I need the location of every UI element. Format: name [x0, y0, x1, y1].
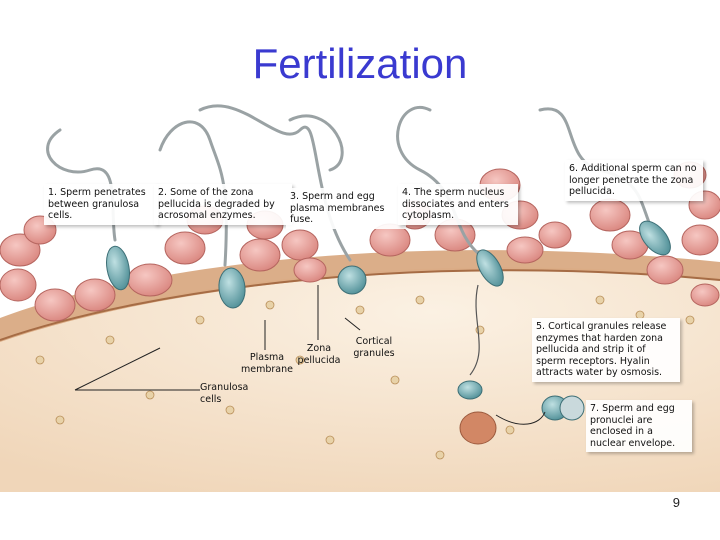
step-7-label: 7. Sperm and egg pronuclei are enclosed … — [586, 400, 692, 452]
egg-pronucleus — [460, 412, 496, 444]
cortical-granules-label: Cortical granules — [348, 336, 400, 359]
page-number: 9 — [673, 495, 680, 510]
step-2-label: 2. Some of the zona pellucida is degrade… — [154, 184, 292, 225]
sperm-nucleus — [458, 381, 482, 399]
plasma-membrane-label: Plasma membrane — [238, 352, 296, 375]
female-pronucleus — [560, 396, 584, 420]
step-3-label: 3. Sperm and egg plasma membranes fuse. — [286, 188, 406, 229]
step-4-label: 4. The sperm nucleus dissociates and ent… — [398, 184, 518, 225]
zona-pellucida-label: Zona pellucida — [296, 343, 342, 366]
step-1-label: 1. Sperm penetrates between granulosa ce… — [44, 184, 158, 225]
granulosa-cells-label: Granulosa cells — [200, 382, 252, 405]
step-5-label: 5. Cortical granules release enzymes tha… — [532, 318, 680, 382]
step-6-label: 6. Additional sperm can no longer penetr… — [565, 160, 703, 201]
